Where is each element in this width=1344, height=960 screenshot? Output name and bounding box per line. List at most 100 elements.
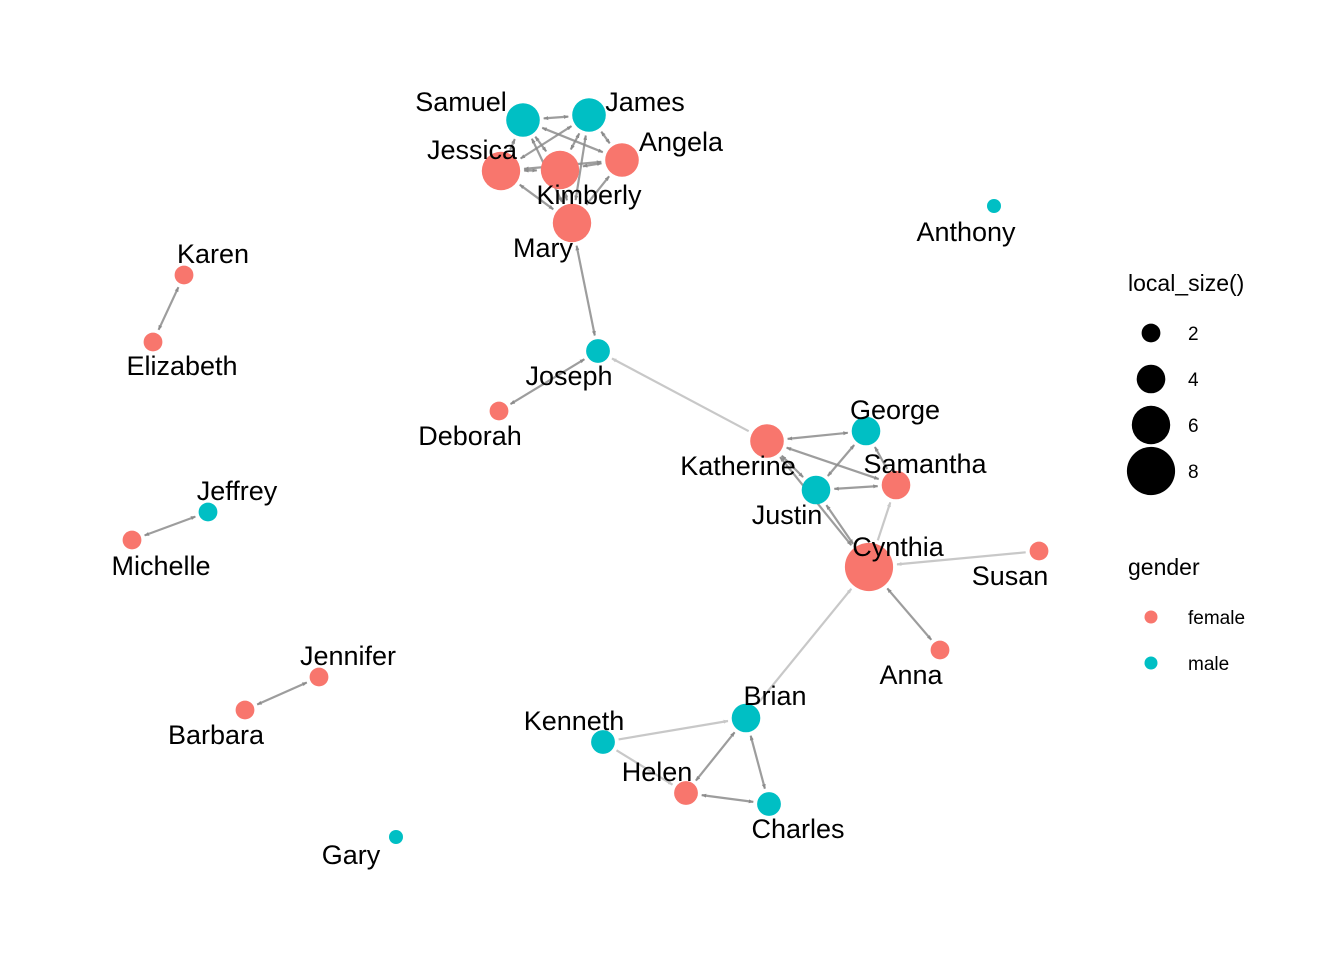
node-gary[interactable] bbox=[389, 830, 403, 844]
edge-kimberly-mary bbox=[563, 192, 569, 201]
size-legend-label-6: 6 bbox=[1188, 416, 1199, 437]
node-cynthia[interactable] bbox=[844, 542, 894, 592]
node-label-elizabeth: Elizabeth bbox=[126, 351, 237, 381]
edge-susan-cynthia bbox=[896, 551, 1026, 566]
edges-layer bbox=[144, 114, 1026, 804]
edge-kimberly-angela bbox=[582, 162, 602, 168]
node-label-anna: Anna bbox=[879, 660, 943, 690]
edge-karen-elizabeth bbox=[157, 286, 180, 331]
edge-katherine-george bbox=[787, 431, 849, 441]
color-legend-label-male: male bbox=[1188, 654, 1229, 675]
node-kimberly[interactable] bbox=[540, 150, 580, 190]
node-label-jennifer: Jennifer bbox=[300, 641, 396, 671]
color-legend-items: female male bbox=[1144, 608, 1245, 675]
node-label-kimberly: Kimberly bbox=[536, 180, 642, 210]
color-legend-key-female bbox=[1144, 610, 1158, 624]
edge-cynthia-samantha bbox=[876, 501, 892, 541]
node-angela[interactable] bbox=[605, 143, 639, 177]
color-legend-label-female: female bbox=[1188, 608, 1245, 629]
node-deborah[interactable] bbox=[489, 401, 509, 421]
node-label-susan: Susan bbox=[972, 561, 1049, 591]
size-legend-key-2 bbox=[1141, 323, 1161, 343]
edge-mary-joseph bbox=[575, 245, 596, 336]
edge-kenneth-helen bbox=[615, 749, 674, 786]
node-anna[interactable] bbox=[930, 640, 950, 660]
node-karen[interactable] bbox=[174, 265, 194, 285]
node-helen[interactable] bbox=[674, 781, 698, 805]
node-susan[interactable] bbox=[1029, 541, 1049, 561]
node-charles[interactable] bbox=[757, 792, 781, 816]
node-label-barbara: Barbara bbox=[168, 720, 265, 750]
node-jennifer[interactable] bbox=[309, 667, 329, 687]
node-label-deborah: Deborah bbox=[418, 421, 522, 451]
edge-samuel-james bbox=[543, 114, 569, 121]
edge-james-jessica bbox=[520, 125, 573, 160]
node-samantha[interactable] bbox=[881, 470, 911, 500]
node-label-cynthia: Cynthia bbox=[852, 532, 945, 562]
node-label-anthony: Anthony bbox=[916, 217, 1016, 247]
size-legend-title: local_size() bbox=[1128, 270, 1244, 296]
size-legend-label-8: 8 bbox=[1188, 462, 1199, 483]
node-george[interactable] bbox=[851, 416, 881, 446]
node-label-george: George bbox=[850, 395, 940, 425]
edge-samuel-jessica bbox=[509, 138, 516, 151]
edge-brian-charles bbox=[749, 735, 766, 790]
edge-joseph-deborah bbox=[509, 358, 585, 406]
node-brian[interactable] bbox=[731, 703, 761, 733]
edge-cynthia-anna bbox=[886, 587, 933, 641]
node-label-helen: Helen bbox=[622, 757, 693, 787]
node-label-jeffrey: Jeffrey bbox=[197, 476, 278, 506]
node-label-jessica: Jessica bbox=[427, 135, 518, 165]
edge-jeffrey-michelle bbox=[144, 515, 196, 537]
edge-james-angela bbox=[600, 131, 611, 144]
node-label-michelle: Michelle bbox=[111, 551, 210, 581]
node-elizabeth[interactable] bbox=[143, 332, 163, 352]
node-joseph[interactable] bbox=[586, 339, 610, 363]
edge-samantha-justin bbox=[833, 484, 879, 491]
node-mary[interactable] bbox=[552, 203, 592, 243]
edge-angela-mary bbox=[585, 175, 610, 206]
node-label-justin: Justin bbox=[752, 500, 823, 530]
node-label-james: James bbox=[605, 87, 685, 117]
edge-brian-cynthia bbox=[756, 588, 853, 705]
edge-katherine-joseph bbox=[611, 357, 750, 433]
edge-jennifer-barbara bbox=[256, 681, 308, 706]
node-label-kenneth: Kenneth bbox=[524, 706, 625, 736]
node-barbara[interactable] bbox=[235, 700, 255, 720]
node-label-angela: Angela bbox=[639, 127, 724, 157]
node-jessica[interactable] bbox=[481, 151, 521, 191]
node-label-mary: Mary bbox=[513, 233, 573, 263]
edge-kenneth-brian bbox=[618, 719, 729, 741]
edge-george-justin bbox=[826, 444, 856, 477]
size-legend-label-2: 2 bbox=[1188, 324, 1199, 345]
node-anthony[interactable] bbox=[987, 199, 1001, 213]
node-label-karen: Karen bbox=[177, 239, 249, 269]
node-label-gary: Gary bbox=[322, 840, 381, 870]
size-legend-items: 2 4 6 8 bbox=[1126, 323, 1199, 496]
node-jeffrey[interactable] bbox=[198, 502, 218, 522]
size-legend-key-6 bbox=[1131, 405, 1171, 445]
edge-jessica-mary bbox=[519, 183, 554, 211]
node-label-charles: Charles bbox=[751, 814, 844, 844]
nodes-layer bbox=[122, 98, 1049, 844]
edge-brian-helen bbox=[695, 731, 736, 782]
node-samuel[interactable] bbox=[506, 103, 540, 137]
color-legend-key-male bbox=[1144, 656, 1158, 670]
edge-george-samantha bbox=[873, 446, 889, 470]
node-label-samantha: Samantha bbox=[863, 449, 987, 479]
color-legend-title: gender bbox=[1128, 554, 1200, 580]
edge-helen-charles bbox=[701, 793, 754, 804]
node-label-katherine: Katherine bbox=[680, 451, 796, 481]
size-legend-key-8 bbox=[1126, 446, 1176, 496]
node-justin[interactable] bbox=[801, 475, 831, 505]
node-katherine[interactable] bbox=[750, 424, 784, 458]
node-michelle[interactable] bbox=[122, 530, 142, 550]
node-kenneth[interactable] bbox=[591, 730, 615, 754]
size-legend-key-4 bbox=[1136, 364, 1166, 394]
node-james[interactable] bbox=[572, 98, 606, 132]
size-legend-label-4: 4 bbox=[1188, 370, 1199, 391]
node-label-samuel: Samuel bbox=[415, 87, 507, 117]
node-label-joseph: Joseph bbox=[525, 361, 612, 391]
